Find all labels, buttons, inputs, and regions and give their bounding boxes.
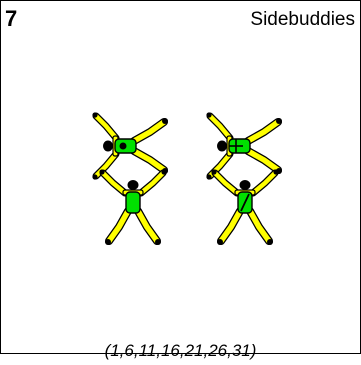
formation-title: Sidebuddies xyxy=(250,9,355,30)
jumper-left-bottom xyxy=(99,169,166,245)
formation-card xyxy=(0,0,361,354)
jumper-left-top xyxy=(92,112,168,179)
grip-circle-mark xyxy=(119,142,127,150)
jumper-right-bottom xyxy=(211,169,278,245)
jump-sequence: (1,6,11,16,21,26,31) xyxy=(104,341,257,360)
formation-number: 7 xyxy=(5,6,18,31)
grip-cross-mark xyxy=(229,139,243,153)
jumper-right-top xyxy=(206,112,282,179)
grip-diagonal-mark xyxy=(240,193,250,212)
